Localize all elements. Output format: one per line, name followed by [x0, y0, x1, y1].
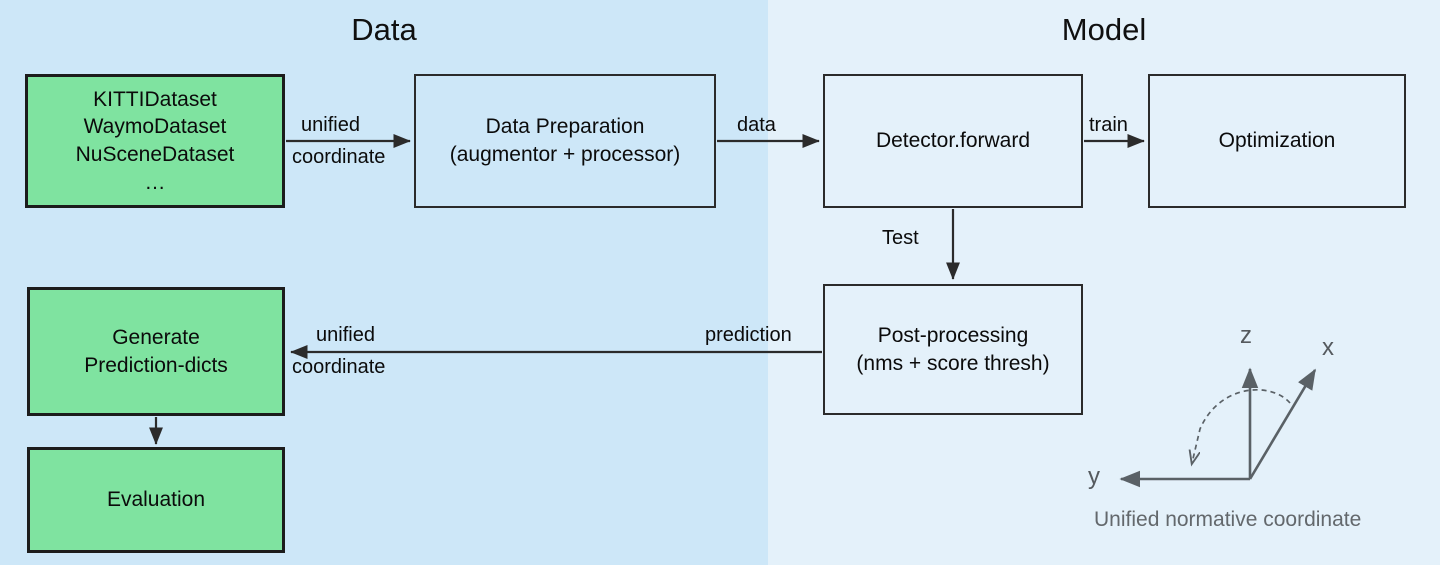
- node-generate-prediction-dicts-label: Generate Prediction-dicts: [84, 325, 228, 377]
- edge-label-prediction: prediction: [705, 324, 792, 346]
- node-post-processing[interactable]: Post-processing (nms + score thresh): [823, 284, 1083, 415]
- node-data-preparation[interactable]: Data Preparation (augmentor + processor): [414, 74, 716, 208]
- edge-label-unified-top: unified: [301, 114, 360, 136]
- node-detector-forward-label: Detector.forward: [875, 129, 1031, 153]
- panel-title-model: Model: [1061, 12, 1147, 47]
- edge-label-test: Test: [882, 227, 919, 249]
- node-detector-forward[interactable]: Detector.forward: [823, 74, 1083, 208]
- node-optimization[interactable]: Optimization: [1148, 74, 1406, 208]
- edge-label-coordinate-bottom: coordinate: [292, 356, 386, 378]
- panel-model: [768, 0, 1440, 565]
- node-generate-prediction-dicts[interactable]: Generate Prediction-dicts: [27, 287, 285, 416]
- node-optimization-label: Optimization: [1218, 129, 1336, 153]
- edge-label-unified-bottom: unified: [316, 324, 375, 346]
- axis-label-x: x: [1322, 334, 1334, 361]
- axis-caption: Unified normative coordinate: [1094, 508, 1362, 531]
- node-evaluation-label: Evaluation: [106, 488, 206, 512]
- node-post-processing-label: Post-processing (nms + score thresh): [856, 323, 1050, 375]
- panel-title-data: Data: [351, 12, 417, 47]
- edge-label-train: train: [1089, 114, 1128, 136]
- node-data-preparation-label: Data Preparation (augmentor + processor): [449, 115, 681, 166]
- edge-label-coordinate-top: coordinate: [292, 146, 386, 168]
- node-datasets-label: KITTIDataset WaymoDataset NuSceneDataset…: [75, 87, 235, 194]
- edge-label-data: data: [737, 114, 776, 136]
- node-datasets[interactable]: KITTIDataset WaymoDataset NuSceneDataset…: [25, 74, 285, 208]
- node-evaluation[interactable]: Evaluation: [27, 447, 285, 553]
- axis-label-y: y: [1088, 463, 1100, 490]
- axis-label-z: z: [1240, 322, 1252, 349]
